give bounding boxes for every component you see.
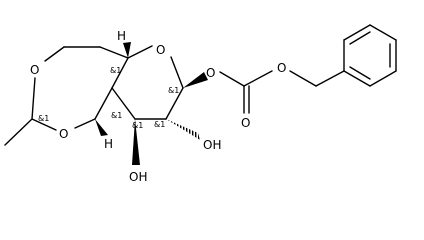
anomeric-wedge bbox=[183, 72, 208, 88]
benzene-ring bbox=[343, 24, 397, 87]
h-c4-wedge bbox=[95, 119, 108, 136]
oxygen-benzyl: O bbox=[277, 61, 286, 75]
hydrogen-c4: H bbox=[104, 137, 113, 151]
stereo-label-c5: &1 bbox=[110, 66, 121, 75]
oxygen-carbonyl: O bbox=[241, 116, 250, 130]
h-c5-wedge bbox=[123, 42, 131, 58]
carbonate-chain bbox=[219, 70, 345, 114]
c2-oh-hash bbox=[166, 119, 200, 140]
dioxane-ring bbox=[31, 46, 113, 131]
hydrogen-c5: H bbox=[117, 29, 126, 43]
c5-ch2-bond bbox=[99, 46, 129, 59]
oxygen-dioxane-bottom: O bbox=[59, 127, 68, 141]
stereo-label-acetal: &1 bbox=[38, 114, 49, 123]
pyranose-ring bbox=[111, 45, 184, 120]
structure-canvas: O O O O O O OH OH H H &1 &1 &1 &1 &1 &1 bbox=[4, 24, 397, 184]
methyl-bond bbox=[4, 118, 33, 146]
stereo-label-c3: &1 bbox=[132, 121, 143, 130]
stereo-label-c4: &1 bbox=[111, 111, 122, 120]
oxygen-dioxane-top: O bbox=[30, 63, 39, 77]
oxygen-anomeric: O bbox=[206, 66, 215, 80]
hydroxyl-c3: OH bbox=[129, 170, 147, 184]
stereo-label-c1: &1 bbox=[168, 86, 179, 95]
stereo-label-c2: &1 bbox=[154, 120, 165, 129]
molecule-drawing: O O O O O O OH OH H H &1 &1 &1 &1 &1 &1 bbox=[4, 24, 397, 184]
hydroxyl-c2: OH bbox=[203, 138, 221, 152]
c3-oh-wedge bbox=[132, 119, 140, 165]
oxygen-pyranose-ring: O bbox=[156, 43, 165, 57]
